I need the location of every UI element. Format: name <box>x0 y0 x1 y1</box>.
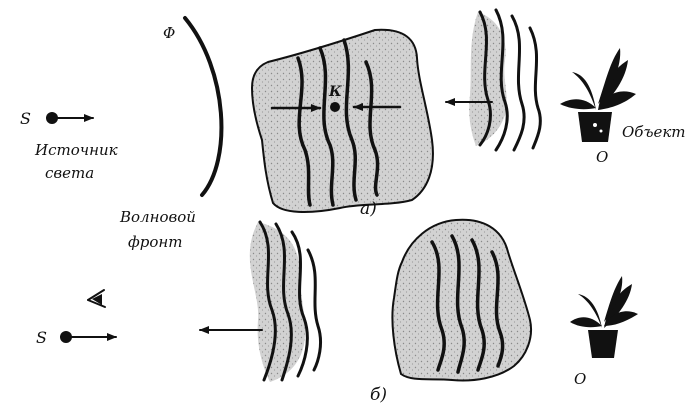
part-b-label: б) <box>370 385 387 405</box>
wavefront-caption-line2: фронт <box>128 233 182 251</box>
wavefront-caption-line1: Волновой <box>119 208 196 226</box>
point-k-dot <box>330 102 340 112</box>
object-o-label-top: О <box>596 148 608 166</box>
wavefront-arc <box>185 18 221 195</box>
object-o-label-bottom: О <box>574 370 586 388</box>
source-caption-line1: Источник <box>34 141 118 159</box>
source-label-s-top: S <box>20 109 31 128</box>
object-wave-a <box>469 10 540 150</box>
hologram-plate-a <box>252 30 433 212</box>
part-b: S б) О <box>36 220 638 405</box>
reconstructed-wave-b <box>250 222 321 382</box>
potted-plant-icon <box>570 276 638 358</box>
part-a: S Источник света Φ Волновой фронт К а) <box>20 10 685 251</box>
source-caption-line2: света <box>45 164 94 182</box>
part-a-label: а) <box>360 199 377 219</box>
eye-icon <box>88 290 105 307</box>
phi-label: Φ <box>163 24 175 42</box>
point-k-label: К <box>328 84 342 100</box>
light-source-dot-icon <box>46 112 58 124</box>
source-label-s-bottom: S <box>36 328 47 347</box>
light-source-dot-icon <box>60 331 72 343</box>
object-caption: Объект <box>622 123 685 141</box>
